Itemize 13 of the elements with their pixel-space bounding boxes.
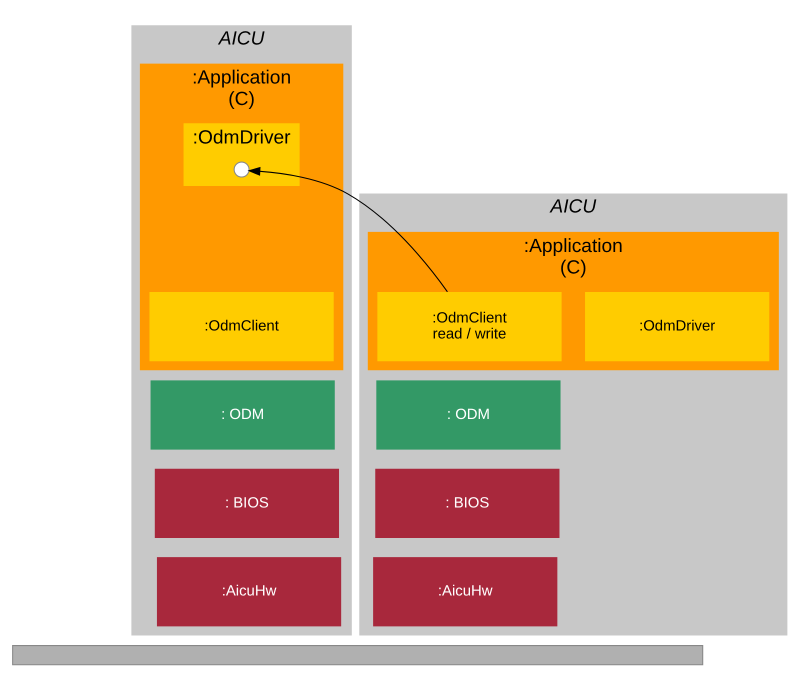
- node-box: : ODM: [150, 380, 335, 450]
- node-box: : BIOS: [154, 468, 340, 538]
- node-box: :AicuHw: [156, 557, 342, 626]
- node-box: :OdmClient: [149, 292, 334, 362]
- node-box: : BIOS: [375, 468, 560, 538]
- node-circle: [234, 162, 250, 178]
- node-box: : ODM: [376, 380, 561, 450]
- node-box: :OdmDriver: [585, 292, 770, 362]
- arrow: [248, 166, 448, 292]
- node-box: :OdmClient read / write: [377, 292, 562, 362]
- cluster: :OdmDriver: [184, 123, 300, 186]
- node-bar: [12, 645, 704, 666]
- node-box: :AicuHw: [373, 557, 558, 626]
